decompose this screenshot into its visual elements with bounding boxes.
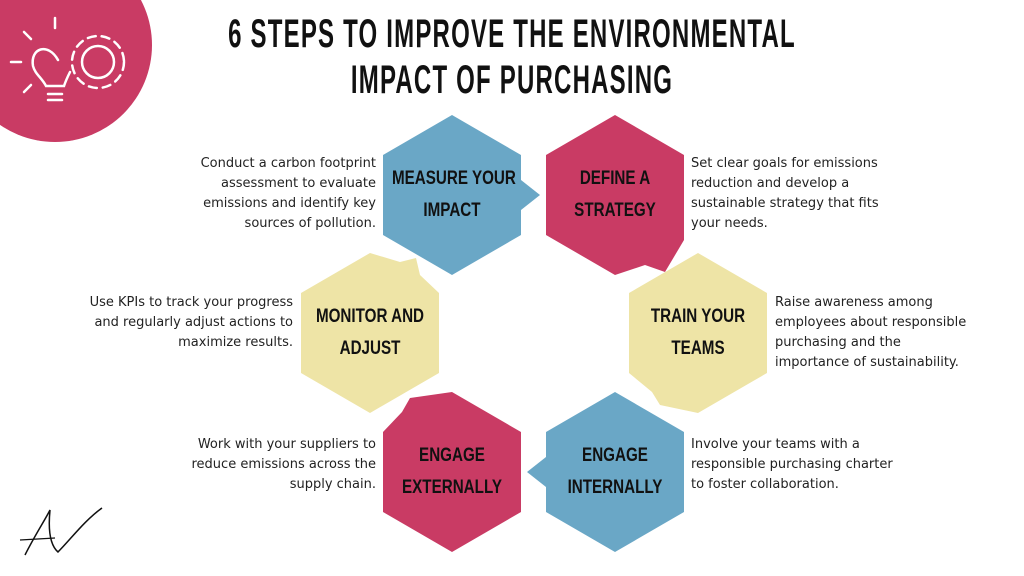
lightbulb-gear-icon [9,16,126,102]
page-title-line1: 6 STEPS TO IMPROVE THE ENVIRONMENTAL [228,12,796,56]
signature-logo [24,507,103,556]
step-externally-desc: Work with your suppliers to reduce emiss… [191,437,377,492]
hex-monitor [301,253,439,413]
step-define-desc: Set clear goals for emissions reduction … [691,156,879,231]
hex-train [629,253,767,413]
hex-externally [383,392,521,552]
logo-badge [0,0,152,142]
step-train-desc: Raise awareness among employees about re… [775,295,967,370]
step-internally-desc: Involve your teams with a responsible pu… [691,437,893,492]
step-monitor-desc: Use KPIs to track your progress and regu… [89,295,293,350]
hex-internally [527,392,684,552]
hex-measure [383,115,540,275]
page-title-line2: IMPACT OF PURCHASING [350,58,674,102]
hex-define [546,115,684,275]
step-measure-desc: Conduct a carbon footprint assessment to… [200,156,376,231]
